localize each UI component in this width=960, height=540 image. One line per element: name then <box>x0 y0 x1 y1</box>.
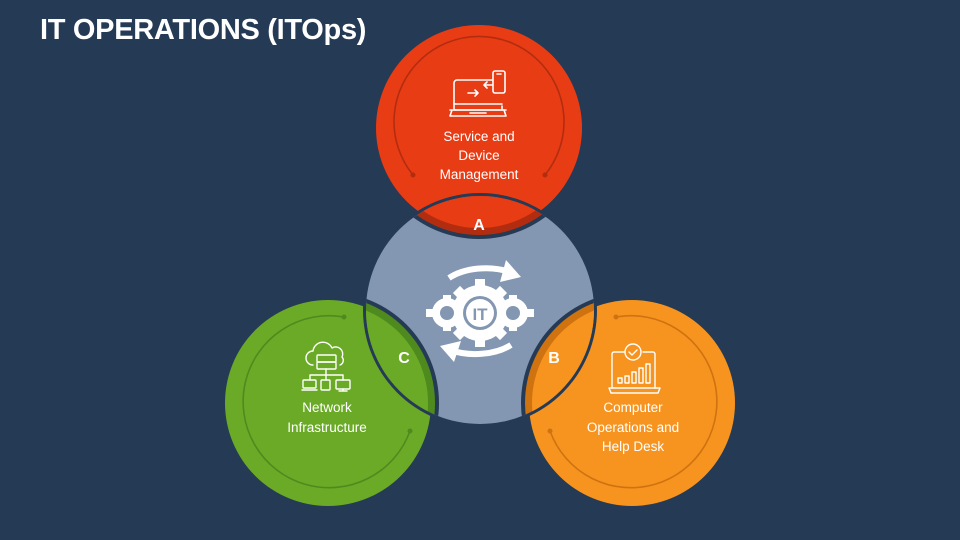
segment-a: Service and Device Management <box>376 25 582 231</box>
overlap-b <box>532 303 594 424</box>
segment-b-label-line: Computer <box>603 400 663 415</box>
segment-b-inner-arc <box>549 314 718 489</box>
segment-c-label-line: Network <box>302 400 352 415</box>
arc-dot <box>542 172 548 178</box>
segment-a-label-line: Service and <box>443 129 514 144</box>
segment-c-label-line: Infrastructure <box>287 420 367 435</box>
segment-c-inner-arc <box>242 314 411 489</box>
arc-dot <box>341 314 347 320</box>
segment-a-label-line: Management <box>440 167 519 182</box>
segment-a-letter: A <box>473 217 485 234</box>
arc-dot <box>407 428 413 434</box>
segment-c-letter: C <box>398 350 410 367</box>
laptop-gear-chart-icon <box>608 343 661 394</box>
cloud-server-network-icon <box>301 341 351 392</box>
slide-title: IT OPERATIONS (ITOps) <box>40 14 367 46</box>
segment-b-label-line: Help Desk <box>602 439 665 454</box>
overlap-c <box>366 303 428 424</box>
computer-phone-sync-icon <box>449 70 507 117</box>
arc-dot <box>410 172 416 178</box>
arc-dot <box>613 314 619 320</box>
segment-a-circle <box>376 25 582 231</box>
segment-b-label-line: Operations and <box>587 420 679 435</box>
it-gears-cycle-icon: IT <box>426 260 534 362</box>
arc-dot <box>547 428 553 434</box>
it-badge-text: IT <box>472 305 488 324</box>
center-hub: A B C <box>363 193 597 427</box>
segment-a-label-line: Device <box>458 148 499 163</box>
segment-b-letter: B <box>548 350 560 367</box>
segment-a-inner-arc <box>393 35 565 176</box>
